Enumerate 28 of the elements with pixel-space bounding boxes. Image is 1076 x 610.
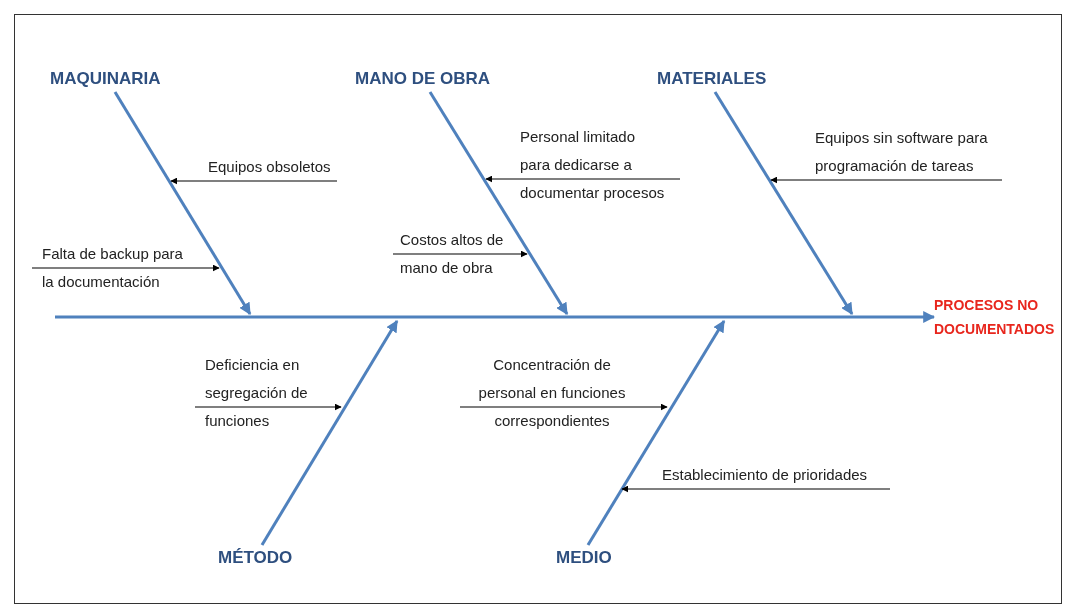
category-label: MEDIO — [556, 545, 612, 571]
arrow — [260, 319, 399, 546]
cause-label: Deficiencia en segregación de funciones — [195, 351, 335, 435]
cause-label: Costos altos de mano de obra — [393, 226, 522, 282]
arrow — [113, 91, 252, 316]
cause-label: Concentración de personal en funciones correspondientes — [460, 351, 636, 435]
arrow — [459, 403, 668, 411]
arrow — [392, 250, 528, 258]
category-label: MANO DE OBRA — [355, 66, 491, 92]
arrow — [586, 319, 726, 546]
arrow — [31, 264, 220, 272]
cause-label: Equipos sin software para programación de tareas — [815, 124, 1002, 180]
effect-label: PROCESOS NO DOCUMENTADOS — [934, 293, 1059, 341]
category-label: MÉTODO — [218, 545, 293, 571]
arrow — [485, 175, 681, 183]
arrow — [621, 485, 891, 493]
cause-label: Establecimiento de prioridades — [662, 461, 890, 489]
arrow — [713, 91, 854, 315]
cause-label: Equipos obsoletos — [208, 153, 337, 181]
cause-label: Personal limitado para dedicarse a documentar procesos — [520, 123, 680, 207]
arrow — [194, 403, 342, 411]
arrow — [170, 177, 338, 185]
arrow — [55, 311, 936, 323]
category-label: MATERIALES — [657, 66, 767, 92]
cause-label: Falta de backup para la documentación — [32, 240, 190, 296]
arrow — [770, 176, 1003, 184]
category-label: MAQUINARIA — [50, 66, 161, 92]
arrow — [428, 91, 569, 315]
